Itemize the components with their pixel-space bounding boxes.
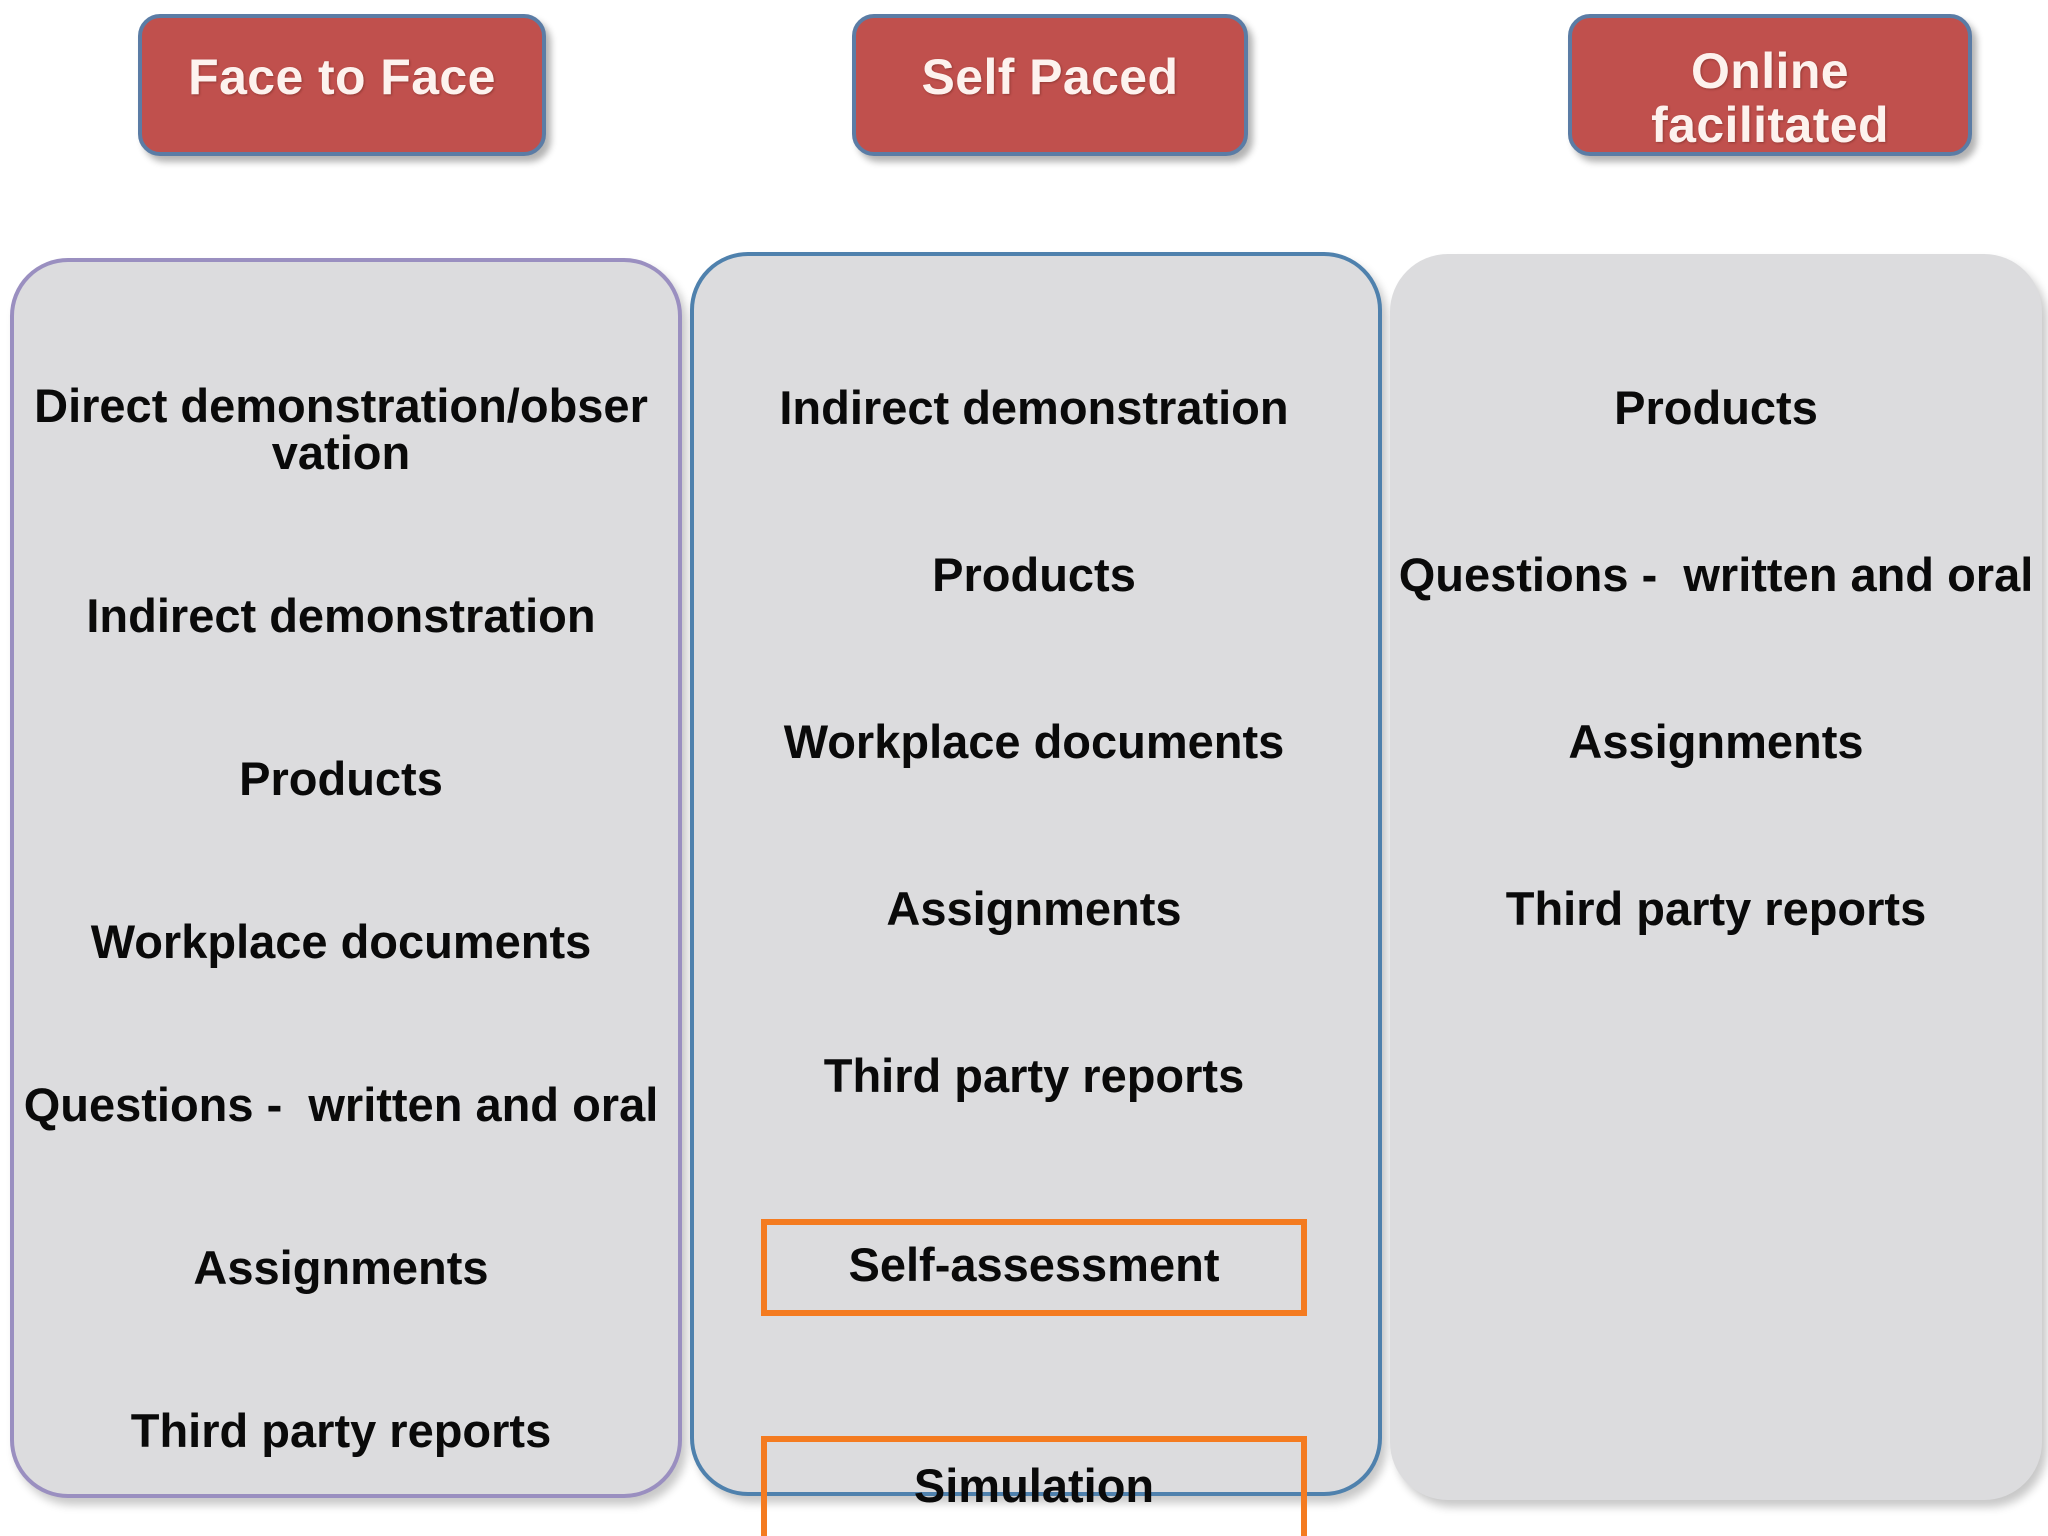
list-item-highlighted-simulation: Simulation — [761, 1436, 1307, 1536]
list-item: Indirect demonstration — [86, 589, 596, 642]
list-item: Questions - written and oral — [23, 1078, 659, 1131]
list-item: Third party reports — [823, 1049, 1245, 1102]
assessment-method-list-self-paced: Indirect demonstration Products Workplac… — [676, 290, 1392, 1536]
column-header-face-to-face[interactable]: Face to Face — [138, 14, 546, 156]
list-item: Workplace documents — [783, 715, 1285, 768]
list-item: Third party reports — [130, 1404, 552, 1457]
column-header-online-facilitated[interactable]: Online facilitated — [1568, 14, 1972, 156]
list-item: Third party reports — [1505, 882, 1927, 935]
list-item: Indirect demonstration — [779, 381, 1289, 434]
column-header-label: Online facilitated — [1651, 43, 1889, 153]
list-item: Workplace documents — [90, 915, 592, 968]
list-item: Questions - written and oral — [1398, 548, 2034, 601]
list-item: Assignments — [1568, 715, 1864, 768]
column-panel-self-paced — [690, 252, 1382, 1496]
list-item: Products — [239, 752, 443, 805]
assessment-method-list-online-facilitated: Products Questions - written and oral As… — [1384, 290, 2048, 1052]
list-item-highlighted-self-assessment: Self-assessment — [761, 1219, 1307, 1316]
column-header-self-paced[interactable]: Self Paced — [852, 14, 1248, 156]
list-item: Assignments — [193, 1241, 489, 1294]
column-panel-face-to-face — [10, 258, 682, 1498]
list-item: Direct demonstration/obser vation — [34, 379, 661, 479]
list-item: Products — [932, 548, 1136, 601]
column-panel-online-facilitated — [1390, 254, 2042, 1500]
column-header-label: Face to Face — [188, 49, 496, 105]
assessment-method-list-face-to-face: Direct demonstration/obser vation Indire… — [0, 288, 686, 1536]
list-item: Assignments — [886, 882, 1182, 935]
list-item: Products — [1614, 381, 1818, 434]
column-header-label: Self Paced — [921, 49, 1179, 105]
